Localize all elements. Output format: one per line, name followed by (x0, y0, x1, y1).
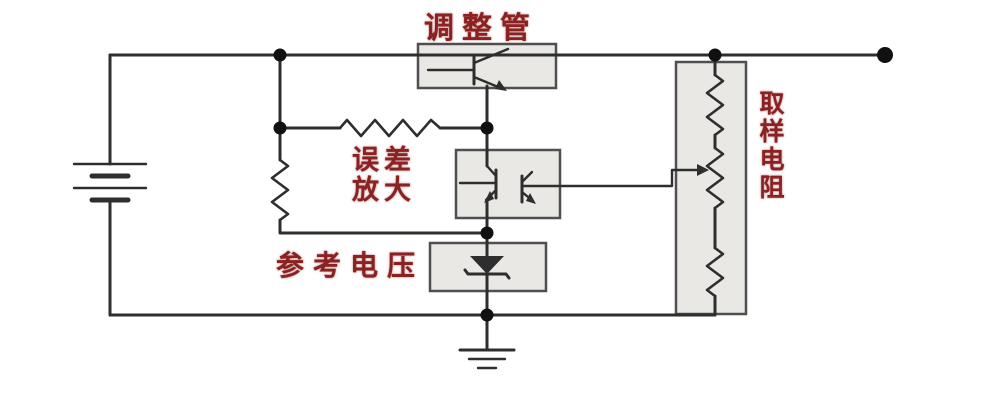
sampling-resistor-label: 取样电阻 (756, 90, 785, 202)
base-bias-resistor (278, 118, 489, 138)
error-amplifier-label: 误差 放大 (352, 145, 416, 207)
sampling-resistor-middle (705, 146, 725, 210)
error-amplifier-transistor (458, 164, 536, 220)
junction-dot (273, 121, 287, 135)
junction-dot (480, 226, 494, 240)
junction-dot (708, 48, 722, 62)
sampling-resistor-bottom (705, 246, 725, 298)
junction-dot (480, 308, 494, 322)
pass-transistor-box (416, 42, 558, 90)
battery-symbol (72, 53, 148, 317)
junction-dots (273, 47, 893, 322)
reference-voltage-label: 参考电压 (276, 249, 425, 282)
sampling-resistor-top (705, 73, 725, 137)
sampling-resistor-divider (705, 53, 725, 317)
pass-transistor-symbol (426, 47, 510, 91)
junction-dot (480, 121, 494, 135)
pass-transistor-label: 调整管 (424, 11, 538, 46)
output-terminal-dot (877, 47, 893, 63)
feedback-tap-wire (520, 164, 709, 188)
left-bias-resistor (270, 53, 489, 235)
wiper-arrow (697, 164, 709, 176)
ground-symbol (458, 313, 516, 370)
zener-diode-symbol (463, 256, 511, 317)
junction-dot (273, 48, 287, 62)
